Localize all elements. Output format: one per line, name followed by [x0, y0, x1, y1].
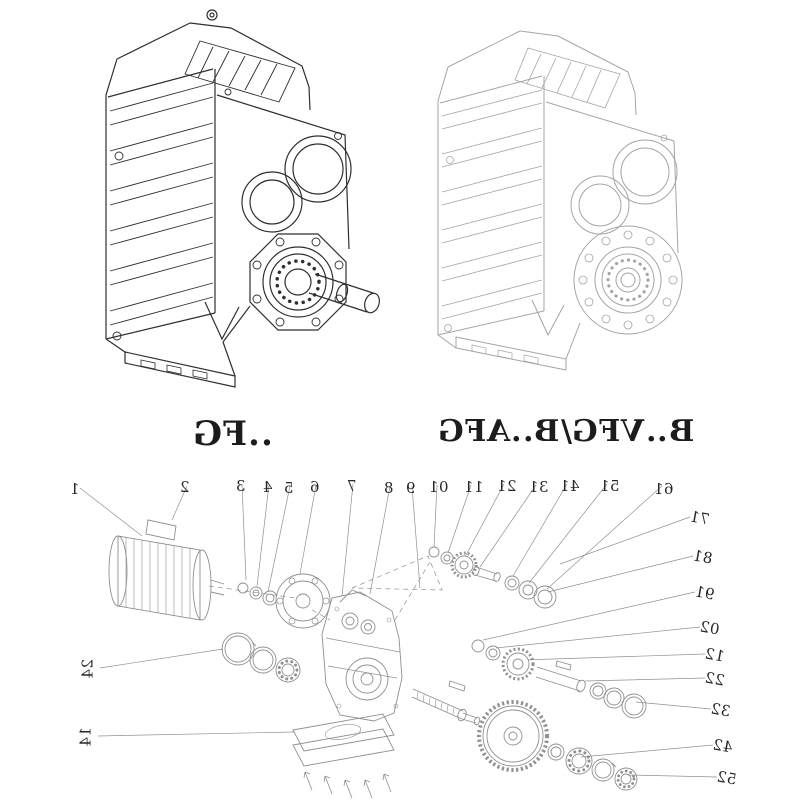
mounting-foot [105, 338, 236, 388]
part-number-1: 1 [70, 480, 80, 498]
part-number-25: 25 [715, 767, 738, 789]
part-number-3: 3 [236, 477, 246, 495]
part-number-24: 24 [711, 735, 734, 757]
top-grille [514, 47, 621, 109]
assembly-arrows [303, 771, 392, 799]
part-number-41: 41 [76, 727, 95, 747]
part-number-18: 18 [691, 546, 714, 568]
part-number-6: 6 [310, 478, 320, 496]
gearbox-shaft-drawing [105, 9, 380, 388]
gearbox-flange-drawing [437, 30, 683, 371]
part-number-8: 8 [384, 479, 394, 497]
gear-housing [321, 589, 403, 722]
cooling-ribs [441, 89, 543, 320]
part-number-11: 11 [464, 478, 484, 496]
output-bolt-flange [573, 225, 683, 335]
breather-plug-icon [206, 9, 218, 21]
input-flange [275, 573, 331, 629]
part-number-17: 17 [688, 507, 711, 529]
part-number-7: 7 [347, 477, 357, 495]
cooling-ribs [109, 82, 214, 326]
construction-lines [208, 555, 443, 621]
exploded-parts-diagram [79, 483, 718, 799]
gaskets [292, 713, 395, 767]
pinion-and-gear-parts [411, 680, 638, 791]
part-number-19: 19 [693, 582, 716, 604]
output-shaft-parts [471, 639, 647, 719]
part-number-14: 14 [560, 477, 580, 495]
mounting-foot [437, 334, 567, 371]
part-number-5: 5 [284, 479, 294, 497]
leader-lines [79, 483, 718, 778]
output-shaft-flange [249, 233, 380, 331]
part-number-9: 9 [406, 479, 416, 497]
part-number-21: 21 [703, 644, 726, 666]
motor [108, 519, 225, 621]
part-number-10: 10 [429, 478, 449, 496]
intermediate-shaft-parts [428, 546, 557, 609]
part-number-20: 20 [698, 617, 721, 639]
model-label-left: GF.. [192, 414, 273, 454]
part-number-12: 12 [497, 477, 517, 495]
top-grille [184, 40, 296, 103]
part-number-22: 22 [703, 668, 726, 690]
part-number-2: 2 [180, 478, 190, 496]
model-label-right: GFA..B/GFV..B [437, 414, 694, 449]
part-number-23: 23 [709, 699, 732, 721]
part-number-4: 4 [263, 478, 273, 496]
part-number-42: 42 [78, 659, 97, 679]
part-number-16: 16 [654, 480, 674, 498]
part-number-15: 15 [600, 477, 620, 495]
part-number-13: 13 [529, 478, 549, 496]
retaining-rings [221, 632, 301, 683]
